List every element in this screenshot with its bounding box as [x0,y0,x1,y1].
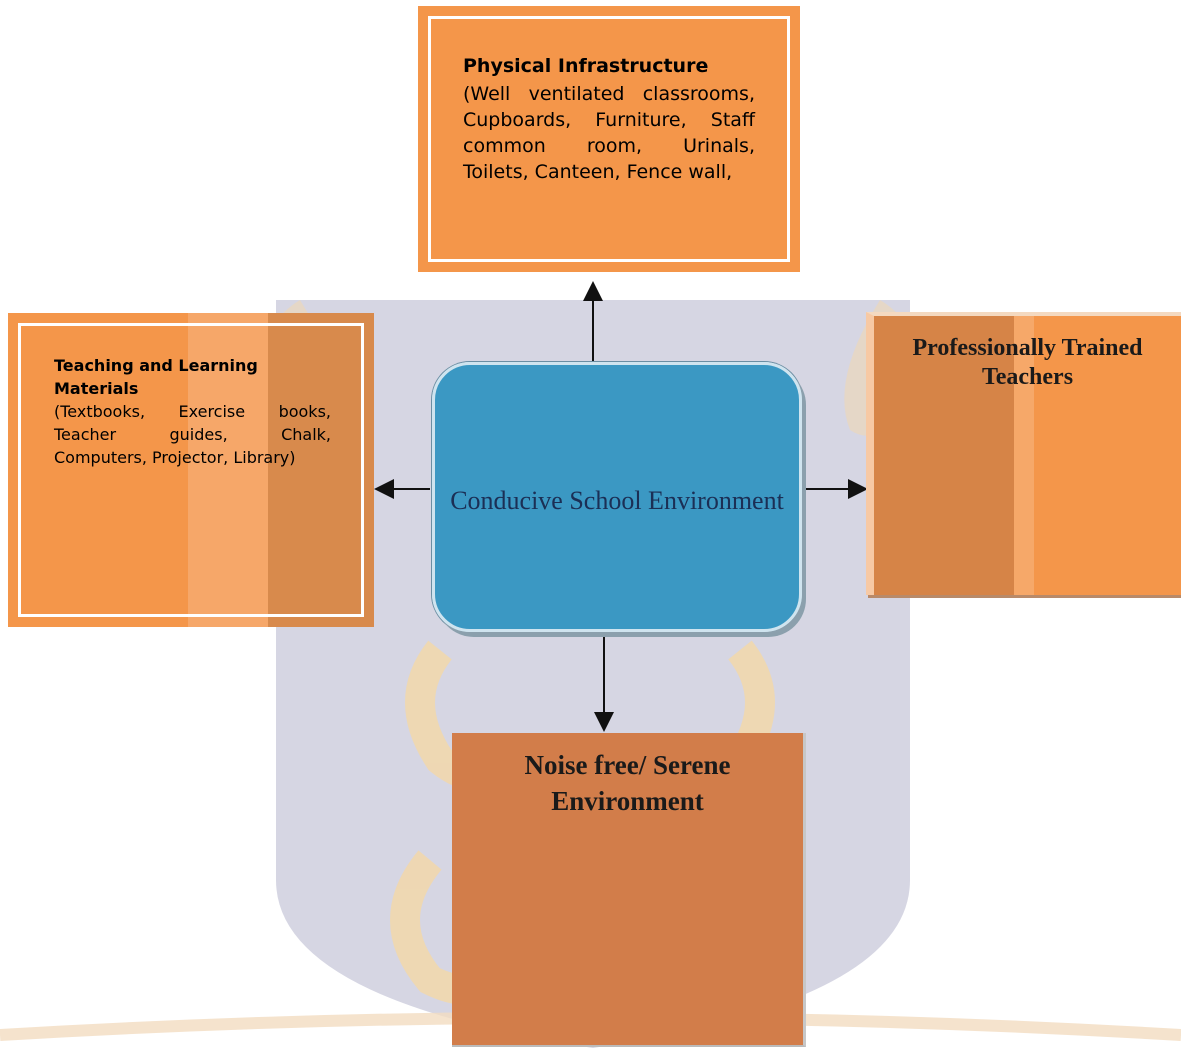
physical-infrastructure-box: Physical Infrastructure (Well ventilated… [418,6,800,272]
physical-infrastructure-body: (Well ventilated classrooms, Cupboards, … [463,83,755,183]
trained-teachers-title: Professionally Trained Teachers [912,335,1143,390]
physical-infrastructure-inner: Physical Infrastructure (Well ventilated… [428,16,790,262]
conducive-school-environment-box: Conducive School Environment [432,362,802,632]
serene-environment-box: Noise free/ Serene Environment [452,733,806,1047]
serene-environment-title: Noise free/ Serene Environment [524,750,731,816]
trained-teachers-box: Professionally Trained Teachers [866,312,1181,595]
teaching-materials-inner: Teaching and Learning Materials (Textboo… [18,323,364,617]
physical-infrastructure-title: Physical Infrastructure [463,55,709,77]
conducive-school-environment-label: Conducive School Environment [450,485,784,515]
teaching-materials-body: (Textbooks, Exercise books, Teacher guid… [54,402,331,467]
teaching-materials-box: Teaching and Learning Materials (Textboo… [8,313,374,627]
teaching-materials-title: Teaching and Learning Materials [54,356,258,398]
